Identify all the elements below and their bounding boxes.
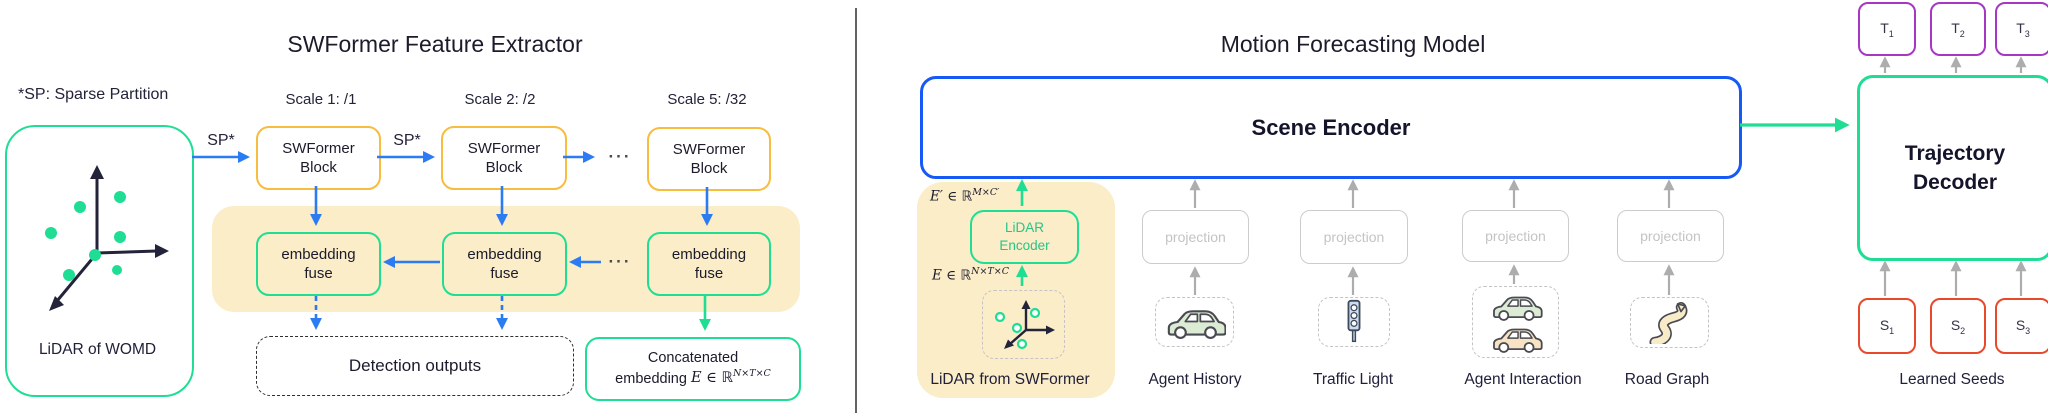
projection-label-4: projection — [1640, 228, 1701, 244]
projection-box-road-graph: projection — [1617, 210, 1724, 262]
embedding-fuse-2-line2: fuse — [490, 265, 519, 282]
eprime-base: E′ ∈ ℝ — [930, 188, 973, 205]
swformer-block-1: SWFormer Block — [256, 126, 381, 190]
sparse-partition-legend: *SP: Sparse Partition — [18, 86, 169, 103]
scene-encoder-label: Scene Encoder — [1251, 114, 1411, 140]
trajectory-output-t3: T3 — [1995, 2, 2048, 56]
projection-label-3: projection — [1485, 228, 1546, 244]
e-sup: N×T×C — [971, 266, 1009, 277]
trajectory-decoder-line2: Decoder — [1912, 171, 1998, 194]
learned-seed-s2: S2 — [1930, 298, 1986, 354]
swformer-block-2: SWFormer Block — [441, 126, 567, 190]
concat-line2-pre: embedding — [615, 370, 691, 387]
left-figure-title: SWFormer Feature Extractor — [287, 30, 583, 57]
embedding-fuse-2-line1: embedding — [467, 245, 542, 263]
scene-encoder-box: Scene Encoder — [920, 76, 1742, 179]
scale-2-label: Scale 2: /2 — [464, 90, 536, 108]
concat-math: E ∈ ℝN×T×C — [690, 368, 771, 387]
fuse-ellipsis: ··· — [608, 252, 632, 271]
embedding-fuse-3: embedding fuse — [647, 232, 771, 296]
sp-arrow-label-2: SP* — [393, 132, 421, 149]
right-figure-title: Motion Forecasting Model — [1220, 30, 1486, 57]
projection-box-agent-history: projection — [1142, 210, 1249, 264]
embedding-fuse-3-line2: fuse — [694, 265, 724, 282]
lidar-encoder-line2: Encoder — [999, 238, 1050, 253]
projection-box-traffic-light: projection — [1300, 210, 1408, 264]
eprime-sup: M×C′ — [972, 187, 1000, 198]
scale-1-label: Scale 1: /1 — [285, 90, 357, 108]
concatenated-embedding-box: Concatenated embedding E ∈ ℝN×T×C — [585, 337, 801, 401]
lidar-encoder-box: LiDAR Encoder — [970, 210, 1079, 264]
trajectory-output-t1: T1 — [1858, 2, 1916, 56]
projection-label-2: projection — [1323, 229, 1385, 245]
e-base: E ∈ ℝ — [932, 267, 972, 284]
s3-label: S3 — [2015, 316, 2031, 336]
swformer-block-3: SWFormer Block — [647, 127, 771, 191]
s2-label: S2 — [1950, 316, 1966, 336]
concat-math-base: E ∈ ℝ — [690, 370, 733, 387]
traffic-light-icon — [1347, 299, 1361, 343]
lidar-encoder-line1: LiDAR — [1004, 219, 1044, 235]
swformer-block-2-line2: Block — [485, 159, 523, 176]
s1-label: S1 — [1879, 316, 1895, 336]
agent-history-icon-box — [1155, 297, 1234, 347]
e-dim-label: E ∈ ℝN×T×C — [932, 266, 1009, 284]
eprime-dim-label: E′ ∈ ℝM×C′ — [930, 187, 999, 205]
swformer-block-3-line1: SWFormer — [672, 140, 746, 158]
road-graph-icon-box — [1630, 297, 1709, 348]
car-icon — [1492, 296, 1543, 321]
t3-label: T3 — [2016, 19, 2030, 39]
detection-outputs-box: Detection outputs — [256, 336, 574, 396]
embedding-fuse-3-line1: embedding — [671, 245, 747, 263]
scale-5-label: Scale 5: /32 — [667, 90, 747, 108]
sp-arrow-label-1: SP* — [207, 132, 235, 149]
embedding-fuse-1-line1: embedding — [281, 245, 356, 263]
embedding-fuse-2: embedding fuse — [442, 232, 567, 296]
concat-math-sup: N×T×C — [732, 368, 771, 380]
embedding-fuse-1-line2: fuse — [304, 265, 333, 282]
concat-line2: embedding E ∈ ℝN×T×C — [615, 369, 771, 389]
learned-seed-s3: S3 — [1995, 298, 2048, 354]
concat-line1: Concatenated — [647, 350, 739, 367]
swformer-block-3-line2: Block — [690, 160, 728, 177]
lidar-branch-caption: LiDAR from SWFormer — [930, 371, 1090, 388]
trajectory-output-t2: T2 — [1930, 2, 1986, 56]
point-cloud-axes-icon — [45, 165, 169, 311]
trajectory-decoder-box: Trajectory Decoder — [1857, 75, 2048, 261]
learned-seeds-caption: Learned Seeds — [1899, 371, 2005, 388]
agent-interaction-icon-box — [1472, 286, 1559, 358]
embedding-fuse-1: embedding fuse — [256, 232, 381, 296]
lidar-womd-caption: LiDAR of WOMD — [38, 341, 157, 358]
trajectory-decoder-line1: Trajectory — [1904, 141, 2006, 165]
learned-seed-s1: S1 — [1858, 298, 1916, 354]
projection-label-1: projection — [1165, 229, 1226, 245]
traffic-light-icon-box — [1318, 297, 1390, 347]
detection-outputs-label: Detection outputs — [348, 356, 482, 375]
car-icon — [1167, 310, 1226, 340]
swformer-block-2-line1: SWFormer — [467, 139, 541, 157]
swformer-block-1-line2: Block — [300, 159, 337, 176]
t2-label: T2 — [1951, 19, 1965, 39]
traffic-light-caption: Traffic Light — [1312, 371, 1394, 388]
winding-road-icon — [1648, 301, 1687, 344]
car-icon — [1492, 328, 1543, 353]
t1-label: T1 — [1880, 19, 1894, 39]
point-cloud-axes-mini-icon — [994, 300, 1055, 350]
blocks-ellipsis: ··· — [608, 147, 632, 166]
road-graph-caption: Road Graph — [1624, 371, 1710, 388]
lidar-pointcloud-box — [982, 290, 1065, 359]
swformer-block-1-line1: SWFormer — [282, 139, 355, 157]
projection-box-agent-interaction: projection — [1462, 210, 1569, 262]
agent-history-caption: Agent History — [1148, 371, 1242, 388]
agent-interaction-caption: Agent Interaction — [1464, 371, 1582, 388]
